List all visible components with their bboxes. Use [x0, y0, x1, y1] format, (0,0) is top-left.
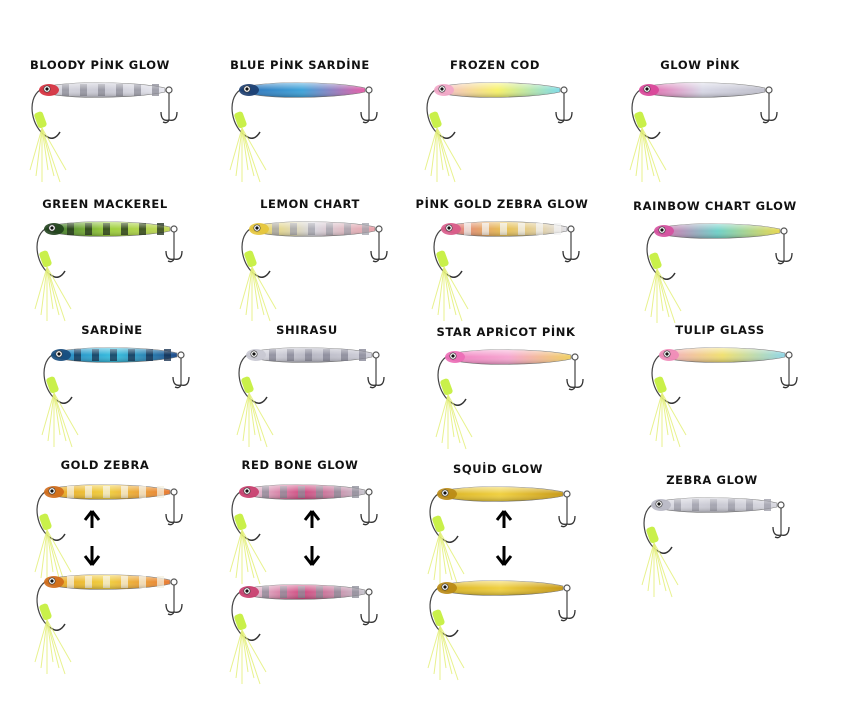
lure-image-top [229, 484, 378, 585]
lure-image [629, 82, 778, 183]
lure-image [649, 347, 798, 448]
lure-image-bottom [229, 584, 378, 685]
lure-label: PİNK GOLD ZEBRA GLOW [415, 197, 589, 211]
lure-image [236, 347, 385, 448]
lure-image [34, 221, 183, 322]
lure-label: RED BONE GLOW [241, 458, 359, 472]
lure-label: BLUE PİNK SARDİNE [230, 58, 370, 72]
lure-label: STAR APRİCOT PİNK [436, 325, 576, 339]
lure-label: SARDİNE [81, 323, 143, 337]
lure-image [431, 221, 580, 322]
swap-arrows-icon [495, 510, 513, 566]
lure-image [41, 347, 190, 448]
lure-label: BLOODY PİNK GLOW [30, 58, 170, 72]
lure-label: GREEN MACKEREL [42, 197, 168, 211]
lure-image [644, 223, 793, 324]
swap-arrows-icon [83, 510, 101, 566]
lure-image [29, 82, 178, 183]
lure-image-top [427, 486, 576, 587]
lure-label: RAINBOW CHART GLOW [633, 199, 797, 213]
lure-image [229, 82, 378, 183]
lure-label: LEMON CHART [260, 197, 360, 211]
lure-image [435, 349, 584, 450]
lure-label: GLOW PİNK [660, 58, 740, 72]
lure-label: TULIP GLASS [675, 323, 765, 337]
lure-image [641, 497, 790, 598]
lure-image-bottom [427, 580, 576, 681]
lure-image-top [34, 484, 183, 585]
lure-image [239, 221, 388, 322]
lure-label: FROZEN COD [449, 58, 541, 72]
lure-label: SHIRASU [276, 323, 338, 337]
lure-image-bottom [34, 574, 183, 675]
lure-label: GOLD ZEBRA [60, 458, 150, 472]
lure-image [424, 82, 573, 183]
lure-label: ZEBRA GLOW [666, 473, 758, 487]
lure-label: SQUİD GLOW [452, 462, 544, 476]
swap-arrows-icon [303, 510, 321, 566]
